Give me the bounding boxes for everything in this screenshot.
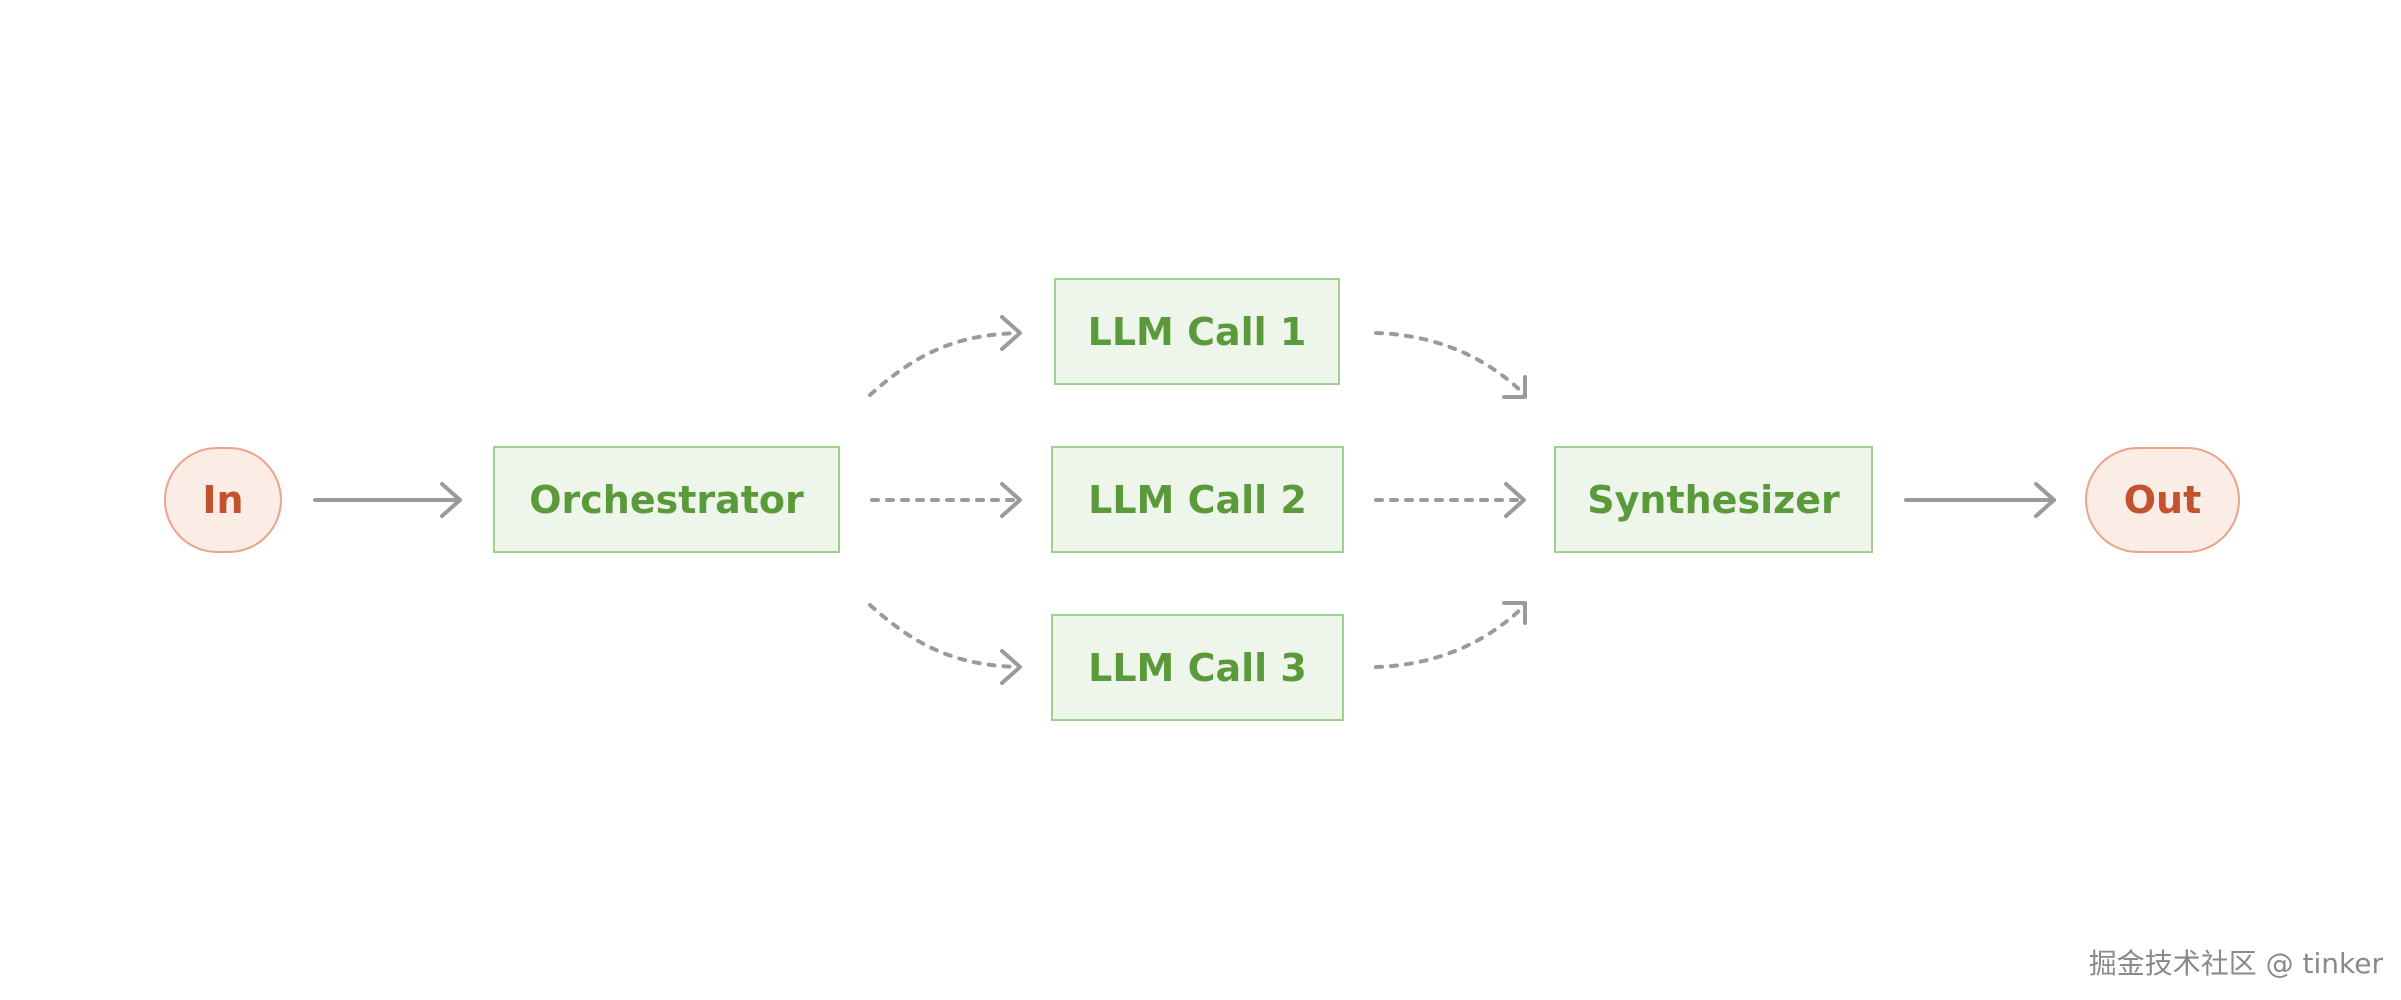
synthesizer-node-label: Synthesizer <box>1587 477 1840 522</box>
output-node-label: Out <box>2123 478 2202 522</box>
watermark: 掘金技术社区 @ tinker <box>2088 947 2383 980</box>
output-node: Out <box>2085 447 2240 553</box>
input-node: In <box>164 447 282 553</box>
arrowhead-orchestrator-to-llm-call-2 <box>1000 482 1022 518</box>
arrowhead-orchestrator-to-llm-call-3 <box>1000 649 1022 685</box>
arrow-llm-call-1-to-synthesizer <box>1374 331 1527 397</box>
arrow-orchestrator-to-llm-call-3 <box>868 603 1020 669</box>
synthesizer-node: Synthesizer <box>1554 446 1873 553</box>
arrowhead-llm-call-2-to-synthesizer <box>1504 482 1526 518</box>
orchestrator-node-label: Orchestrator <box>529 477 804 522</box>
arrowhead-in-to-orchestrator <box>440 482 462 518</box>
llm-call-3-node: LLM Call 3 <box>1051 614 1344 721</box>
llm-call-2-node-label: LLM Call 2 <box>1088 477 1307 522</box>
input-node-label: In <box>202 478 244 522</box>
llm-call-1-node-label: LLM Call 1 <box>1087 309 1307 354</box>
orchestrator-node: Orchestrator <box>493 446 840 553</box>
arrowhead-llm-call-1-to-synthesizer <box>1502 375 1527 399</box>
arrowhead-orchestrator-to-llm-call-1 <box>1000 315 1022 351</box>
arrowhead-synthesizer-to-out <box>2034 482 2056 518</box>
arrow-llm-call-3-to-synthesizer <box>1374 603 1527 669</box>
arrow-orchestrator-to-llm-call-1 <box>868 331 1020 397</box>
llm-call-1-node: LLM Call 1 <box>1054 278 1340 385</box>
arrowhead-llm-call-3-to-synthesizer <box>1502 601 1527 625</box>
llm-call-3-node-label: LLM Call 3 <box>1088 645 1307 690</box>
llm-call-2-node: LLM Call 2 <box>1051 446 1344 553</box>
